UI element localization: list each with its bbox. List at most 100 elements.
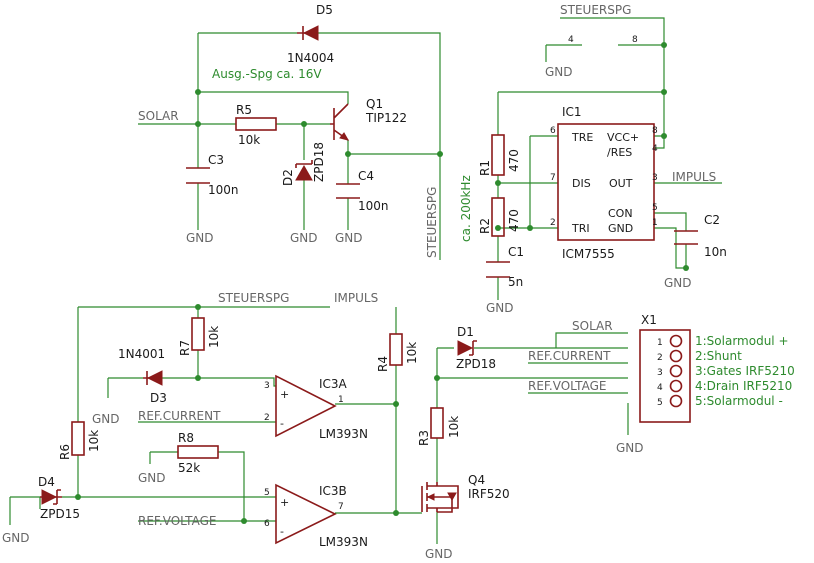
- c4-value: 100n: [358, 199, 389, 213]
- ic1-pin-tre: TRE: [571, 131, 593, 144]
- c2-value: 10n: [704, 245, 727, 259]
- x1-pin-label: 4:Drain IRF5210: [695, 379, 792, 393]
- gnd-d4: GND: [2, 531, 30, 545]
- r2-name: R2: [478, 218, 492, 234]
- gnd-q4: GND: [425, 547, 453, 561]
- pin-5: 5: [652, 203, 658, 213]
- gnd-c4: GND: [335, 231, 363, 245]
- d1-value: ZPD18: [456, 357, 496, 371]
- q1-name: Q1: [366, 97, 383, 111]
- ic3a-plus: +: [280, 388, 289, 401]
- net-impuls-bottom: IMPULS: [334, 291, 378, 305]
- junction: [195, 89, 201, 95]
- pin-4: 4: [568, 35, 574, 45]
- r4-name: R4: [376, 356, 390, 372]
- pin-3: 3: [652, 173, 658, 183]
- r4-value: 10k: [405, 342, 419, 364]
- ic1-pin-dis: DIS: [572, 177, 591, 190]
- gnd-x1: GND: [616, 441, 644, 455]
- gnd-c3: GND: [186, 231, 214, 245]
- resistor-r7: R7 10k: [178, 317, 221, 356]
- junction: [495, 225, 501, 231]
- junction: [393, 401, 399, 407]
- junction: [75, 494, 81, 500]
- x1-pin-terminal: [669, 349, 683, 363]
- x1-pin-label: 2:Shunt: [695, 349, 742, 363]
- r7-value: 10k: [207, 326, 221, 348]
- x1-pin-label: 1:Solarmodul +: [695, 334, 789, 348]
- net-ref-current-left: REF.CURRENT: [138, 409, 221, 423]
- diode-d3: 1N4001 D3: [118, 347, 167, 405]
- gnd-r8: GND: [138, 471, 166, 485]
- c3-name: C3: [208, 153, 224, 167]
- junction: [393, 510, 399, 516]
- ic1-pin-res: /RES: [607, 146, 632, 159]
- ic3b-minus: -: [280, 525, 284, 538]
- ic1-pin-tri: TRI: [571, 222, 590, 235]
- net-solar-right: SOLAR: [572, 319, 613, 333]
- r8-name: R8: [178, 431, 194, 445]
- capacitor-c4: C4 100n: [336, 169, 389, 213]
- ic1-pin-out: OUT: [609, 177, 633, 190]
- r1-name: R1: [478, 160, 492, 176]
- junction: [301, 121, 307, 127]
- x1-pin-number: 4: [657, 383, 663, 393]
- ic3b-value: LM393N: [319, 535, 368, 549]
- regulator-section: D5 1N4004 Ausg.-Spg ca. 16V Q1 TIP122 R5…: [138, 3, 443, 260]
- r6-name: R6: [58, 444, 72, 460]
- x1-pin-number: 2: [657, 353, 663, 363]
- ic3b-plus: +: [280, 496, 289, 509]
- d4-name: D4: [38, 475, 55, 489]
- x1-pin-terminal: [669, 379, 683, 393]
- junction: [437, 151, 443, 157]
- d1-name: D1: [457, 325, 474, 339]
- resistor-r2: R2 470: [478, 197, 521, 237]
- pin-1: 1: [652, 218, 658, 228]
- wire: [437, 332, 629, 435]
- c1-value: 5n: [508, 275, 523, 289]
- ic1-pin-vcc: VCC+: [607, 131, 639, 144]
- junction: [241, 518, 247, 524]
- r5-value: 10k: [238, 133, 260, 147]
- net-solar-left: SOLAR: [138, 109, 179, 123]
- ic3b-pin-6: 6: [264, 519, 270, 529]
- net-ref-voltage-left: REF.VOLTAGE: [138, 514, 216, 528]
- net-steuerspg-top: STEUERSPG: [560, 3, 631, 17]
- wire: [335, 307, 397, 513]
- junction: [661, 133, 667, 139]
- comparator-ic3b: + - 5 6 7 IC3B LM393N: [264, 483, 368, 549]
- output-voltage-note: Ausg.-Spg ca. 16V: [212, 67, 322, 81]
- r1-value: 470: [507, 149, 521, 172]
- ic3b-pin-7: 7: [338, 502, 344, 512]
- pin-8b: 8: [652, 126, 658, 136]
- wire: [107, 377, 276, 423]
- wire: [77, 306, 330, 497]
- wire: [197, 32, 441, 154]
- ic1-pin-con: CON: [608, 207, 633, 220]
- mosfet-q4: Q4 IRF520: [421, 473, 510, 513]
- ic3a-minus: -: [280, 417, 284, 430]
- ic3b-pin-5: 5: [264, 488, 270, 498]
- pin-4b: 4: [652, 144, 658, 154]
- ic3a-name: IC3A: [319, 377, 348, 391]
- pin-2: 2: [550, 218, 556, 228]
- r5-name: R5: [236, 103, 252, 117]
- ic3b-name: IC3B: [319, 484, 347, 498]
- net-ref-voltage-right: REF.VOLTAGE: [528, 379, 606, 393]
- ic1-7555: IC1 ICM7555 TRE DIS TRI VCC+ /RES OUT CO…: [550, 105, 658, 261]
- r3-name: R3: [417, 430, 431, 446]
- d5-name: D5: [316, 3, 333, 17]
- r8-value: 52k: [178, 461, 200, 475]
- net-impuls-right: IMPULS: [672, 170, 716, 184]
- x1-pin-terminal: [669, 334, 683, 348]
- q1-value: TIP122: [365, 111, 407, 125]
- capacitor-c2: C2 10n: [674, 213, 727, 259]
- ic3a-pin-2: 2: [264, 413, 270, 423]
- c4-name: C4: [358, 169, 374, 183]
- junction: [195, 304, 201, 310]
- transistor-q1: Q1 TIP122: [330, 97, 407, 141]
- resistor-r3: R3 10k: [417, 407, 461, 446]
- output-section: D1 ZPD18 R3 10k Q4 IRF520 GND SOLAR REF.…: [417, 313, 795, 561]
